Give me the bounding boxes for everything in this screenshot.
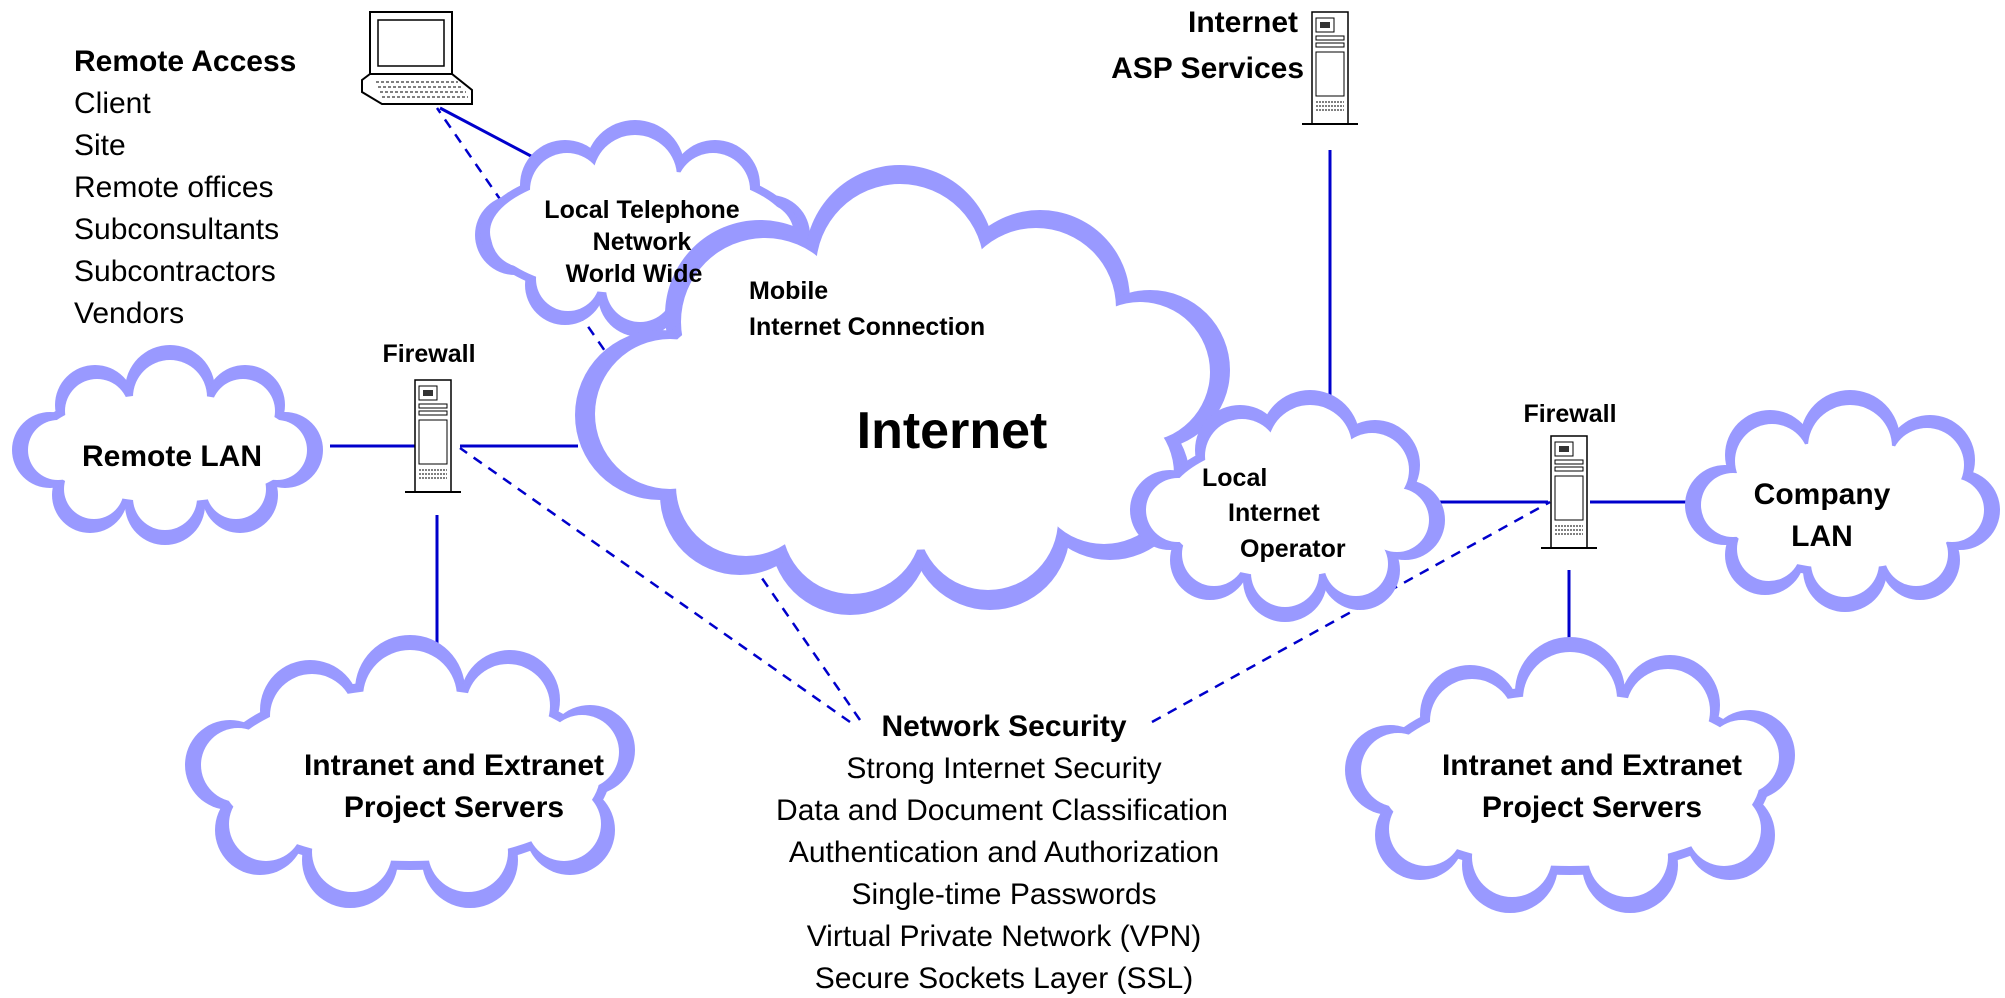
mobile-label-line2: Internet Connection (749, 313, 985, 341)
asp-label-line2: ASP Services (1111, 52, 1304, 85)
remote-access-item: Remote offices (74, 171, 274, 204)
network-security-item: Data and Document Classification (776, 794, 1228, 827)
intranet-left-cloud (185, 635, 635, 908)
telephone-label-line1: Local Telephone (544, 196, 739, 224)
company-lan-label-line2: LAN (1791, 520, 1853, 553)
company-lan-label-line1: Company (1754, 478, 1891, 511)
remote-lan-label: Remote LAN (82, 440, 262, 473)
firewall-right-label: Firewall (1523, 400, 1616, 428)
network-security-title: Network Security (881, 710, 1126, 743)
intranet-left-label-line1: Intranet and Extranet (304, 749, 604, 782)
laptop-icon (361, 11, 473, 105)
server-tower-icon-firewall-left (404, 379, 462, 493)
remote-access-title: Remote Access (74, 45, 296, 78)
operator-label-line3: Operator (1240, 535, 1346, 563)
company-lan-cloud (1685, 390, 2000, 612)
telephone-label-line2: Network (593, 228, 692, 256)
firewall-left-label: Firewall (382, 340, 475, 368)
remote-access-item: Site (74, 129, 126, 162)
operator-label-line1: Local (1202, 464, 1267, 492)
internet-label: Internet (857, 402, 1048, 460)
network-security-item: Authentication and Authorization (789, 836, 1219, 869)
security-to-firewall-right-dashed (1151, 500, 1551, 724)
security-to-firewall-left-dashed (459, 446, 851, 724)
network-security-item: Virtual Private Network (VPN) (807, 920, 1202, 953)
asp-label-line1: Internet (1188, 6, 1298, 39)
intranet-right-cloud (1345, 637, 1795, 913)
internet-cloud (575, 165, 1230, 615)
remote-access-item: Vendors (74, 297, 184, 330)
telephone-label-line3: World Wide (566, 260, 703, 288)
network-security-item: Secure Sockets Layer (SSL) (815, 962, 1194, 995)
network-security-item: Strong Internet Security (846, 752, 1161, 785)
server-tower-icon-asp (1301, 11, 1359, 125)
laptop-to-telephone-line (439, 106, 549, 167)
remote-access-list: Client Site Remote offices Subconsultant… (74, 87, 279, 330)
mobile-label-line1: Mobile (749, 277, 828, 305)
intranet-right-label-line1: Intranet and Extranet (1442, 749, 1742, 782)
server-tower-icon-firewall-right (1540, 435, 1598, 549)
operator-cloud (1130, 390, 1445, 622)
remote-access-item: Subconsultants (74, 213, 279, 246)
remote-lan-cloud (12, 345, 323, 545)
intranet-left-label-line2: Project Servers (344, 791, 564, 824)
network-security-item: Single-time Passwords (851, 878, 1156, 911)
intranet-right-label-line2: Project Servers (1482, 791, 1702, 824)
remote-access-item: Client (74, 87, 151, 120)
operator-label-line2: Internet (1228, 499, 1320, 527)
remote-access-item: Subcontractors (74, 255, 276, 288)
network-security-list: Strong Internet Security Data and Docume… (776, 752, 1228, 995)
